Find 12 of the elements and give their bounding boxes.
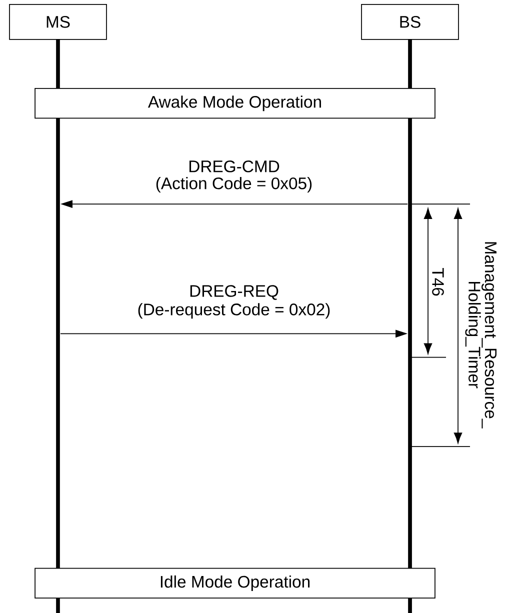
entity-box: MS — [9, 4, 107, 40]
timer-label: T46 — [432, 268, 444, 296]
parameter-label: (Action Code = 0x05) — [156, 177, 312, 193]
timer-label: Management_Resource_ — [482, 242, 496, 428]
message-arrow — [60, 200, 408, 208]
operation-band: Idle Mode Operation — [34, 568, 436, 599]
message-label: DREG-REQ — [190, 285, 278, 300]
message-arrow — [60, 330, 408, 338]
entity-box: BS — [361, 4, 459, 40]
parameter-label: (De-request Code = 0x02) — [138, 303, 330, 319]
operation-band: Awake Mode Operation — [34, 88, 436, 119]
message-label: DREG-CMD — [190, 160, 280, 172]
